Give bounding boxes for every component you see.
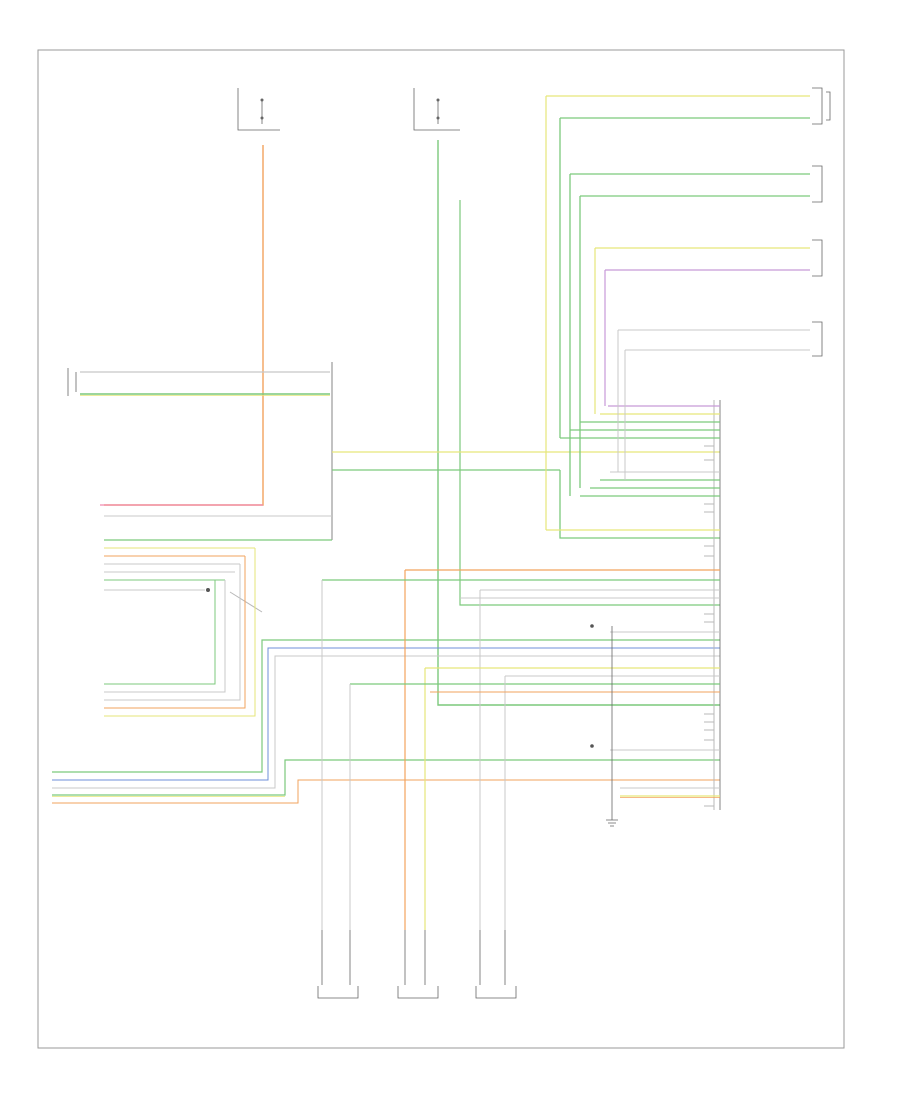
right-speakers xyxy=(545,87,831,530)
bottom-speakers xyxy=(317,930,517,999)
module-upper-wires xyxy=(546,405,720,531)
wire-orange-feed xyxy=(104,145,264,506)
left-speaker-upper xyxy=(67,368,330,396)
wire-green-feed xyxy=(437,140,720,706)
ground-symbol xyxy=(606,626,618,827)
right-module xyxy=(713,400,721,810)
fuse-left xyxy=(237,88,280,131)
left-bottom-bundle xyxy=(52,639,720,804)
fuse-center xyxy=(413,88,460,131)
module-pins xyxy=(704,445,714,807)
left-connector-block xyxy=(104,515,332,613)
diagram-frame xyxy=(37,49,845,1049)
module-lower-wires xyxy=(321,569,720,930)
